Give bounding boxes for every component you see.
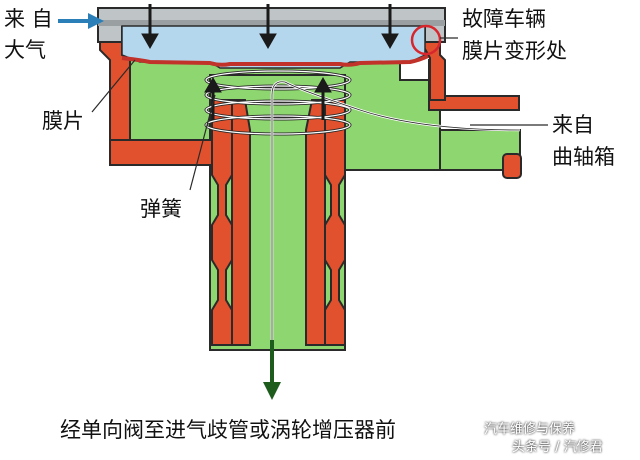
outlet-arrow-icon xyxy=(263,340,281,400)
air-inlet-arrow-icon xyxy=(58,13,104,29)
from-air-label-line1: 来 自 xyxy=(4,7,53,31)
diaphragm-label: 膜片 xyxy=(42,109,84,133)
diaphragm-membrane xyxy=(121,54,429,67)
pressure-arrow-icon xyxy=(141,4,399,50)
deformation-circle-icon xyxy=(410,24,442,56)
leader-lines xyxy=(91,37,548,191)
watermark-line2: 头条号 / 汽修君 xyxy=(512,440,603,455)
faulty-vehicle-label: 故障车辆 xyxy=(462,7,546,31)
watermark-line1: 汽车维修与保养 xyxy=(484,422,576,437)
from-crankcase-label-line2: 曲轴箱 xyxy=(552,145,615,169)
red-housing xyxy=(99,39,446,346)
upward-arrow-icon xyxy=(204,76,332,120)
top-cap xyxy=(97,7,446,43)
outlet-caption: 经单向阀至进气歧管或涡轮增压器前 xyxy=(60,418,396,442)
diaphragm-deformation-label: 膜片变形处 xyxy=(462,39,567,63)
spring-label: 弹簧 xyxy=(140,197,182,221)
from-air-label-line2: 大气 xyxy=(4,38,46,62)
from-crankcase-label-line1: 来自 xyxy=(552,113,594,137)
